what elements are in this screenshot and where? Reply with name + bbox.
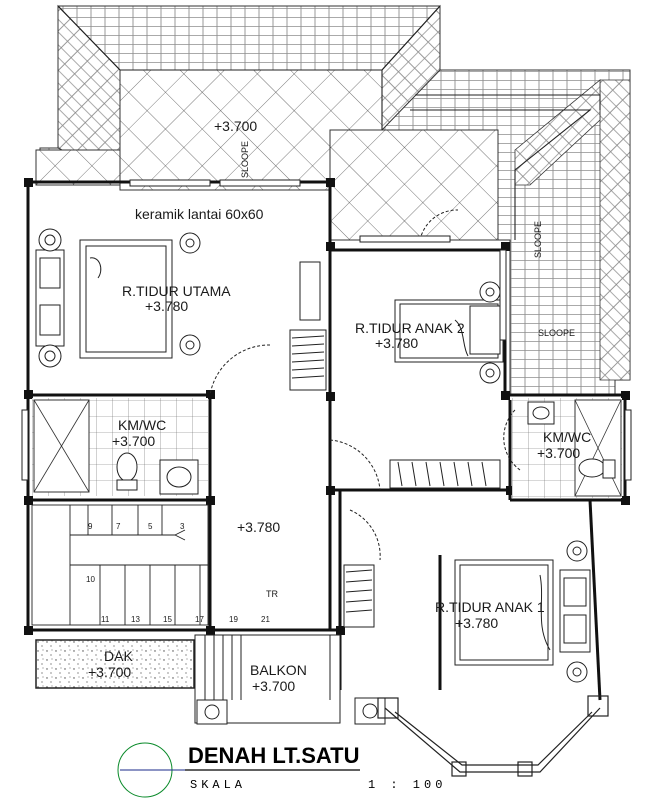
room-level-bed-child-1: +3.780 [455, 615, 498, 631]
room-level-wc-left: +3.700 [112, 433, 155, 449]
room-level-bed-main: +3.780 [145, 298, 188, 314]
bed-child-1 [454, 559, 591, 666]
sanitary-fixtures [116, 401, 616, 495]
scale-symbol [117, 742, 190, 798]
room-name-wc-right: KM/WC [543, 429, 591, 445]
slope-label-3: SLOOPE [538, 328, 575, 338]
stair-number: 9 [88, 522, 93, 531]
stair-number: 7 [116, 522, 121, 531]
roof-ridges [57, 5, 601, 240]
scale-label: SKALA [190, 778, 246, 792]
stair-number: 5 [148, 522, 153, 531]
balcony [194, 634, 386, 725]
floor-tile-note: keramik lantai 60x60 [135, 206, 264, 222]
stair-number: 13 [131, 615, 140, 624]
room-name-bed-main: R.TIDUR UTAMA [122, 283, 231, 299]
bay-window [377, 695, 609, 777]
dak-level: +3.700 [88, 664, 131, 680]
roof-deck-level: +3.700 [214, 118, 257, 134]
roof-deck [35, 69, 499, 241]
stair-number: 11 [101, 615, 110, 624]
room-name-wc-left: KM/WC [118, 417, 166, 433]
room-name-bed-child-2: R.TIDUR ANAK 2 [355, 320, 465, 336]
balkon-level: +3.700 [252, 678, 295, 694]
stair-number: 21 [261, 615, 270, 624]
slope-label-1: SLOOPE [240, 141, 250, 178]
stair-number: 15 [163, 615, 172, 624]
room-level-bed-child-2: +3.780 [375, 335, 418, 351]
stair-numbers: 3 5 7 9 10 11 13 15 17 19 21 [86, 522, 270, 624]
columns [24, 178, 630, 635]
dak-name: DAK [104, 648, 133, 664]
stair-mark-tr: TR [266, 589, 278, 599]
balkon-name: BALKON [250, 662, 307, 678]
bed-main [35, 239, 173, 359]
doors [209, 209, 521, 561]
hall-level: +3.780 [237, 519, 280, 535]
stair-number: 17 [195, 615, 204, 624]
scale-value: 1 : 100 [368, 778, 446, 792]
stair-number: 10 [86, 575, 95, 584]
slope-label-2: SLOOPE [533, 221, 543, 258]
room-level-wc-right: +3.700 [537, 445, 580, 461]
stair-number: 19 [229, 615, 238, 624]
windows [21, 179, 632, 481]
wardrobes [289, 261, 501, 628]
stair-number: 3 [180, 522, 185, 531]
room-name-bed-child-1: R.TIDUR ANAK 1 [435, 599, 545, 615]
drawing-title: DENAH LT.SATU [188, 743, 360, 768]
stairs [31, 504, 209, 626]
